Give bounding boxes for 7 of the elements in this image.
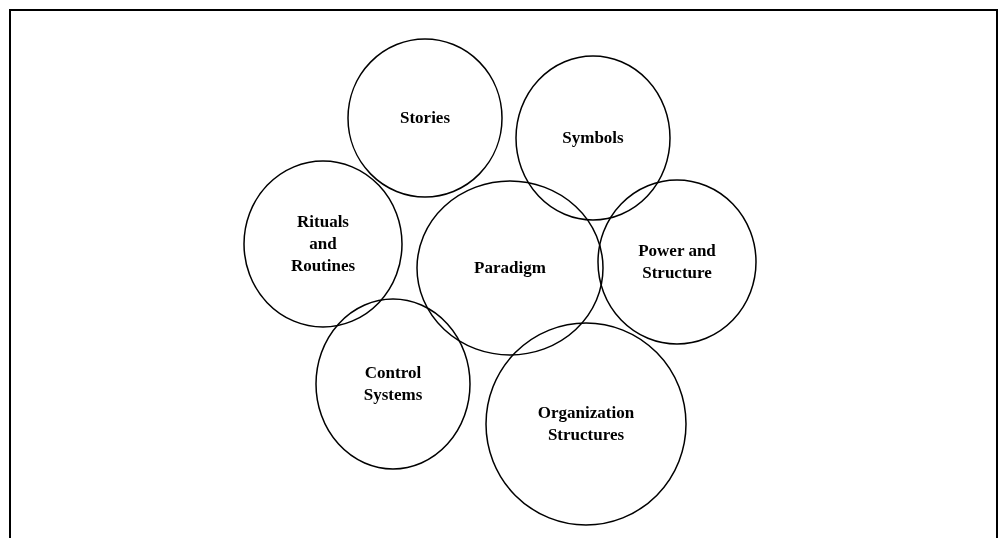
circle-label: Paradigm bbox=[473, 257, 547, 279]
circle-label: Control Systems bbox=[362, 362, 424, 406]
circle-label: Rituals and Routines bbox=[289, 211, 357, 277]
circle-label: Organization Structures bbox=[536, 402, 636, 446]
circle-label: Stories bbox=[398, 107, 451, 129]
circle-label: Power and Structure bbox=[637, 240, 717, 284]
circle-label: Symbols bbox=[561, 127, 625, 149]
